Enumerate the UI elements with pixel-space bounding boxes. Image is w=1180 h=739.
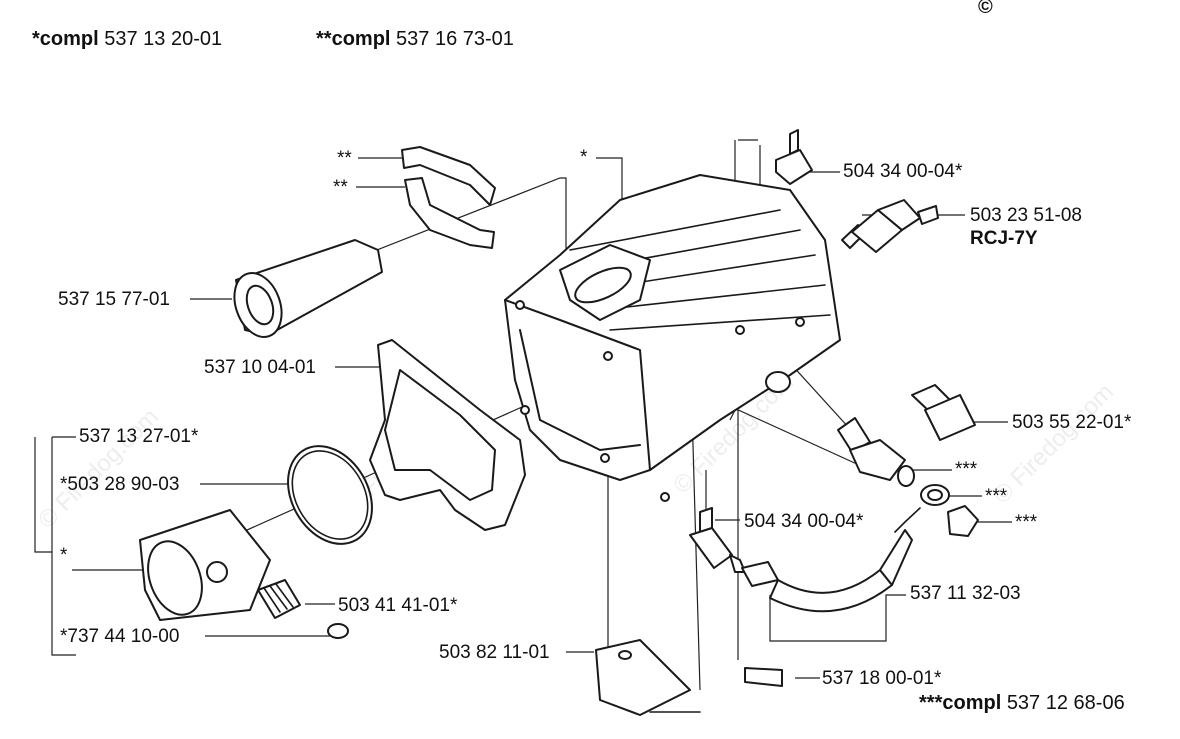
part-label-503-55-22-01[interactable]: 503 55 22-01*: [1012, 412, 1132, 433]
compl-kit-1-number: 537 13 20-01: [104, 28, 223, 50]
plug-part-right: [911, 384, 976, 441]
compl-kit-2: **compl 537 16 73-01: [316, 28, 514, 50]
piston-part: [139, 509, 271, 621]
part-label-503-82-11-01[interactable]: 503 82 11-01: [439, 642, 550, 663]
fitting-part: [837, 417, 979, 537]
intake-tube-part: [233, 239, 383, 338]
nipple-top-part: [775, 129, 813, 185]
compl-kit-3-prefix: ***compl: [919, 692, 1002, 714]
needle-bearing-part: [257, 579, 301, 619]
compl-kit-1: *compl 537 13 20-01: [32, 28, 222, 50]
circlip-part: [327, 623, 349, 639]
part-label-star-1: *: [580, 147, 588, 168]
gasket-part: [369, 339, 526, 531]
part-label-537-11-32-03[interactable]: 537 11 32-03: [910, 583, 1021, 604]
part-label-star-2: *: [60, 545, 68, 566]
compl-kit-2-prefix: **compl: [316, 28, 391, 50]
heat-shield-part: [595, 639, 701, 716]
piston-ring-part: [287, 445, 373, 545]
part-label-503-28-90-03[interactable]: *503 28 90-03: [60, 474, 180, 495]
part-label-dstar-1: **: [337, 148, 352, 169]
part-label-504-34-00-04-top[interactable]: 504 34 00-04*: [843, 161, 963, 182]
compl-kit-1-prefix: *compl: [32, 28, 99, 50]
cylinder-part: [504, 174, 841, 502]
pin-part: [744, 667, 783, 687]
part-label-504-34-00-04-lower[interactable]: 504 34 00-04*: [744, 511, 864, 532]
nipple-lower-part: [689, 507, 746, 573]
part-label-537-10-04-01[interactable]: 537 10 04-01: [204, 357, 316, 378]
part-label-537-18-00-01[interactable]: 537 18 00-01*: [822, 668, 942, 689]
fuel-hose-part: [741, 529, 913, 613]
compl-kit-2-number: 537 16 73-01: [396, 28, 514, 50]
compl-kit-3: ***compl 537 12 68-06: [919, 692, 1125, 714]
spark-plug-type: RCJ-7Y: [970, 228, 1038, 249]
part-label-503-41-41-01[interactable]: 503 41 41-01*: [338, 595, 458, 616]
part-label-537-15-77-01[interactable]: 537 15 77-01: [58, 289, 170, 310]
compl-kit-3-number: 537 12 68-06: [1006, 692, 1125, 714]
part-label-737-44-10-00[interactable]: *737 44 10-00: [60, 626, 180, 647]
part-label-tstar-2: ***: [985, 486, 1008, 507]
spark-plug-part: [841, 199, 939, 253]
copyright-symbol: ©: [978, 0, 993, 18]
part-label-503-23-51-08[interactable]: 503 23 51-08: [970, 205, 1082, 226]
clamp-parts: [401, 146, 496, 249]
part-label-537-13-27-01[interactable]: 537 13 27-01*: [79, 426, 199, 447]
part-label-tstar-1: ***: [955, 459, 978, 480]
part-label-tstar-3: ***: [1015, 512, 1038, 533]
part-label-dstar-2: **: [333, 177, 348, 198]
